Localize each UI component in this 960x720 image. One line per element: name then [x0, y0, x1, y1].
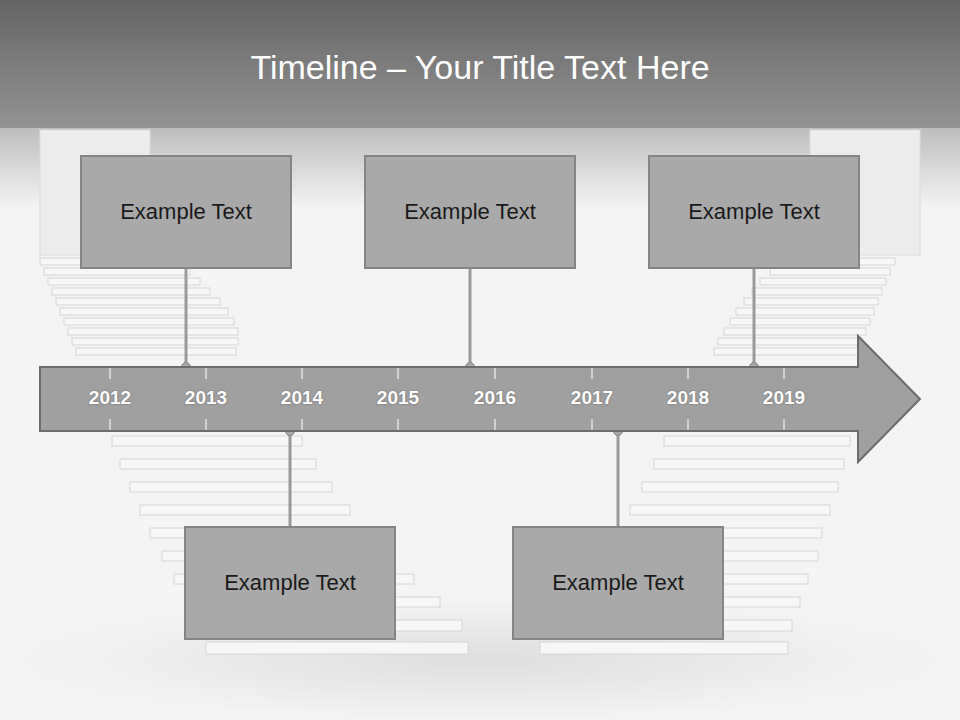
text-box: Example Text	[184, 526, 396, 640]
year-ticks	[110, 368, 784, 430]
header-band	[0, 0, 960, 128]
leader-connector	[286, 427, 295, 527]
staircase-upper-left	[40, 258, 238, 355]
year-label: 2013	[185, 387, 227, 409]
text-box: Example Text	[648, 155, 860, 269]
arrow-shape	[40, 367, 858, 431]
text-box: Example Text	[512, 526, 724, 640]
arrow-outline	[40, 336, 920, 462]
leader-connector	[466, 269, 475, 372]
box-text: Example Text	[688, 199, 820, 225]
leader-connector	[750, 269, 759, 372]
year-label: 2015	[377, 387, 419, 409]
year-label: 2018	[667, 387, 709, 409]
leader-connector	[614, 427, 623, 527]
year-label: 2016	[474, 387, 516, 409]
box-text: Example Text	[224, 570, 356, 596]
year-label: 2017	[571, 387, 613, 409]
year-label: 2019	[763, 387, 805, 409]
connector-line	[289, 431, 292, 526]
connector-line	[617, 431, 620, 526]
floor-shadow	[10, 600, 950, 720]
box-text: Example Text	[404, 199, 536, 225]
box-text: Example Text	[552, 570, 684, 596]
leader-connector	[182, 269, 191, 372]
year-label: 2012	[89, 387, 131, 409]
connector-line	[185, 269, 188, 367]
text-box: Example Text	[80, 155, 292, 269]
box-text: Example Text	[120, 199, 252, 225]
year-label: 2014	[281, 387, 323, 409]
timeline-arrow: 2012 2013 2014 2015 2016 2017 2018 2019	[40, 367, 858, 431]
slide-title: Timeline – Your Title Text Here	[0, 44, 960, 90]
staircase-upper-right	[714, 258, 895, 355]
text-box: Example Text	[364, 155, 576, 269]
connector-line	[469, 269, 472, 367]
connector-line	[753, 269, 756, 367]
